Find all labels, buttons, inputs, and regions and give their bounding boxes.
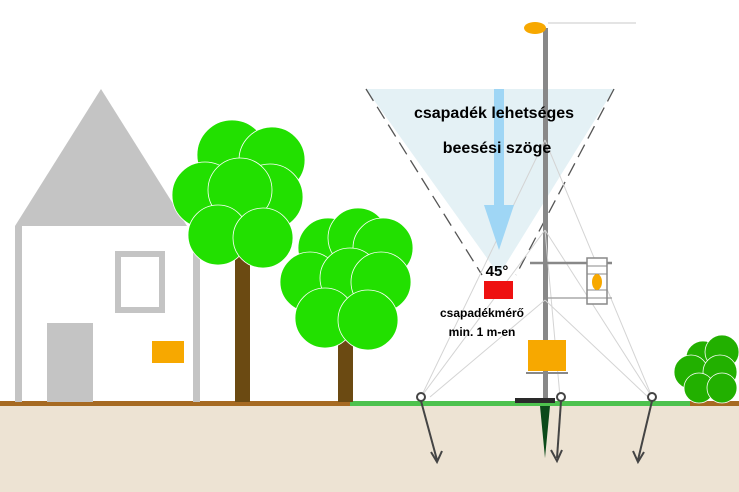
cone-edge-left <box>365 88 483 276</box>
gauge-label-line2: min. 1 m-en <box>449 325 516 339</box>
tree-trunk <box>235 250 250 402</box>
mast-base <box>515 398 555 403</box>
grass-strip <box>350 401 690 406</box>
tree-trunk <box>338 330 353 402</box>
bush <box>673 334 739 404</box>
temperature-sensor <box>592 274 602 290</box>
cone-label-line1: csapadék lehetséges <box>414 105 574 122</box>
house-wall-right <box>193 226 200 402</box>
house-window <box>115 251 165 313</box>
rain-arrow-shaft <box>494 89 504 206</box>
datalogger-box <box>528 340 566 371</box>
rain-gauge <box>484 281 513 299</box>
house-door <box>47 323 93 402</box>
tree-left <box>171 119 306 402</box>
tree-middle <box>279 207 414 402</box>
ground-spike <box>540 406 550 458</box>
house-roof <box>15 89 187 226</box>
cone-label-line2: beesési szöge <box>443 140 552 157</box>
house-wall-left <box>15 226 22 402</box>
angle-label: 45° <box>486 263 509 280</box>
mast-pole <box>543 28 548 403</box>
house-sign <box>152 341 184 363</box>
mast <box>420 22 653 458</box>
house <box>15 89 200 402</box>
precipitation-cone <box>366 89 614 275</box>
cone-edge-right <box>515 88 615 276</box>
wind-vane <box>524 22 546 34</box>
rain-arrow-head <box>484 205 514 250</box>
ground <box>0 404 739 492</box>
anchors <box>416 392 657 465</box>
gauge-label-line1: csapadékmérő <box>440 306 524 320</box>
